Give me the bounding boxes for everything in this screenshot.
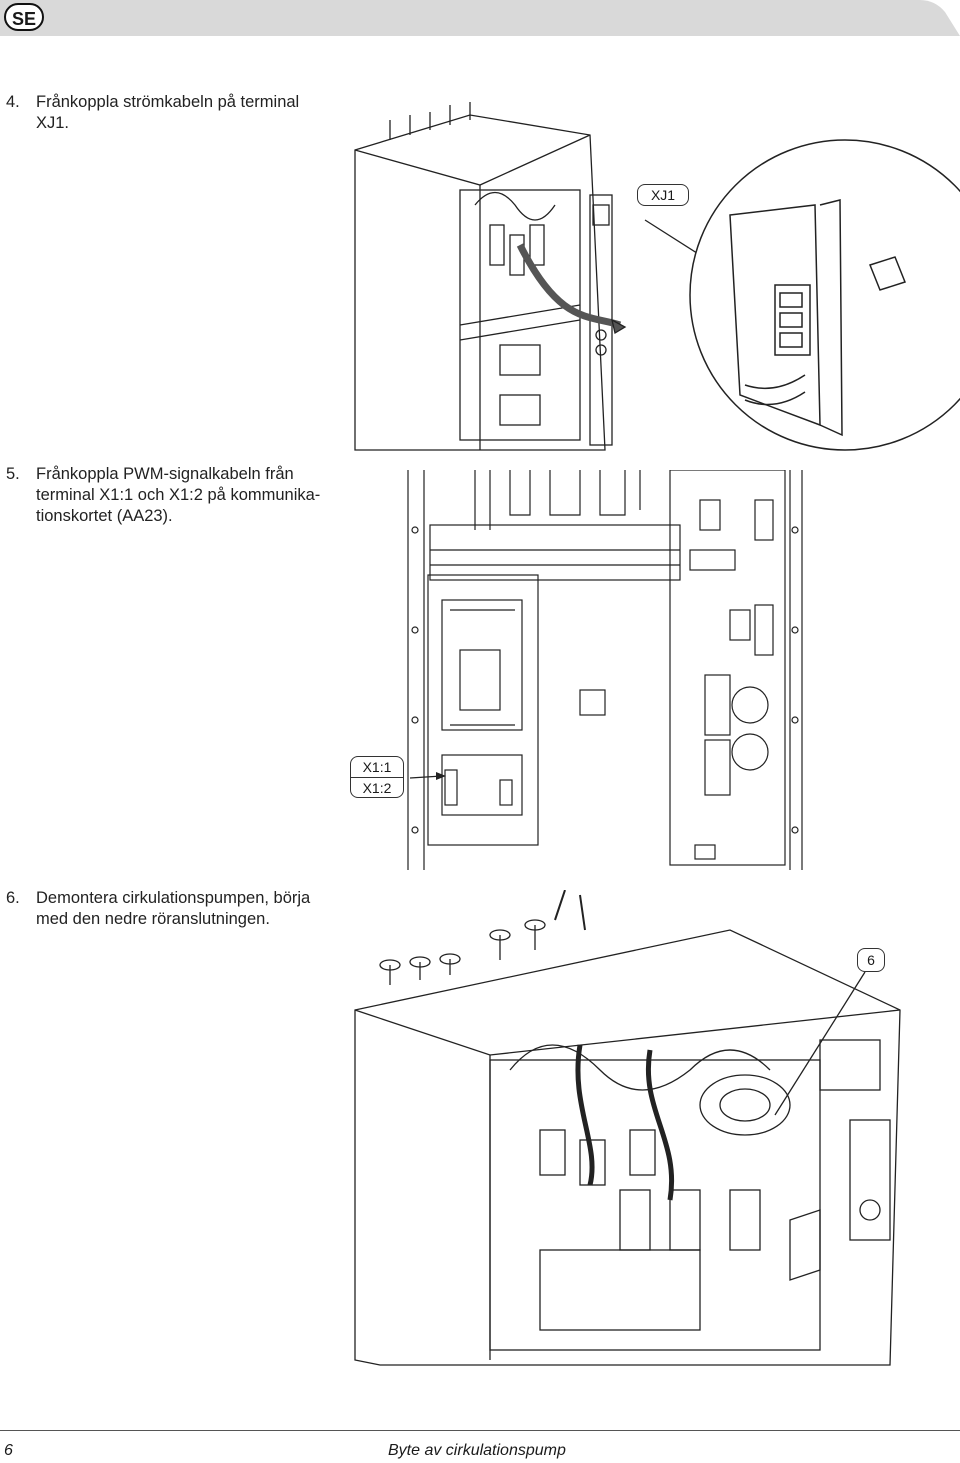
illustration-heatpump-xj1 bbox=[354, 102, 960, 451]
step-5-line1: Frånkoppla PWM-signalkabeln från bbox=[36, 465, 294, 483]
page-number: 6 bbox=[4, 1442, 13, 1459]
footer-title: Byte av cirkulationspump bbox=[388, 1442, 566, 1459]
step-4-text: 4. Frånkoppla strömkabeln på terminal XJ1… bbox=[6, 92, 336, 134]
callout-6: 6 bbox=[857, 948, 885, 972]
step-6-line2: med den nedre röranslutningen. bbox=[36, 910, 270, 928]
callout-x1: X1:1 X1:2 bbox=[350, 756, 404, 798]
step-5-number: 5. bbox=[6, 465, 20, 483]
illustration-circulation-pump bbox=[354, 890, 901, 1366]
footer-rule bbox=[0, 1430, 960, 1431]
step-6-text: 6. Demontera cirkulationspumpen, börja me… bbox=[6, 888, 346, 930]
step-4-line2: XJ1. bbox=[36, 114, 70, 132]
callout-xj1: XJ1 bbox=[637, 184, 689, 206]
callout-x1-2: X1:2 bbox=[351, 777, 403, 798]
step-5-text: 5. Frånkoppla PWM-signalkabeln från termi… bbox=[6, 464, 346, 527]
step-6-number: 6. bbox=[6, 889, 20, 907]
step-4-number: 4. bbox=[6, 93, 20, 111]
step-5-line3: tionskortet (AA23). bbox=[36, 507, 173, 525]
step-6-line1: Demontera cirkulationspumpen, börja bbox=[36, 889, 311, 907]
callout-x1-1: X1:1 bbox=[362, 759, 392, 775]
step-4-line1: Frånkoppla strömkabeln på terminal bbox=[36, 93, 300, 111]
header-bar: SE bbox=[0, 0, 960, 36]
step-5-line2: terminal X1:1 och X1:2 på kommunika- bbox=[36, 486, 321, 504]
illustration-control-panel-x1 bbox=[407, 470, 803, 870]
language-badge: SE bbox=[4, 3, 44, 31]
header-background bbox=[0, 0, 960, 36]
